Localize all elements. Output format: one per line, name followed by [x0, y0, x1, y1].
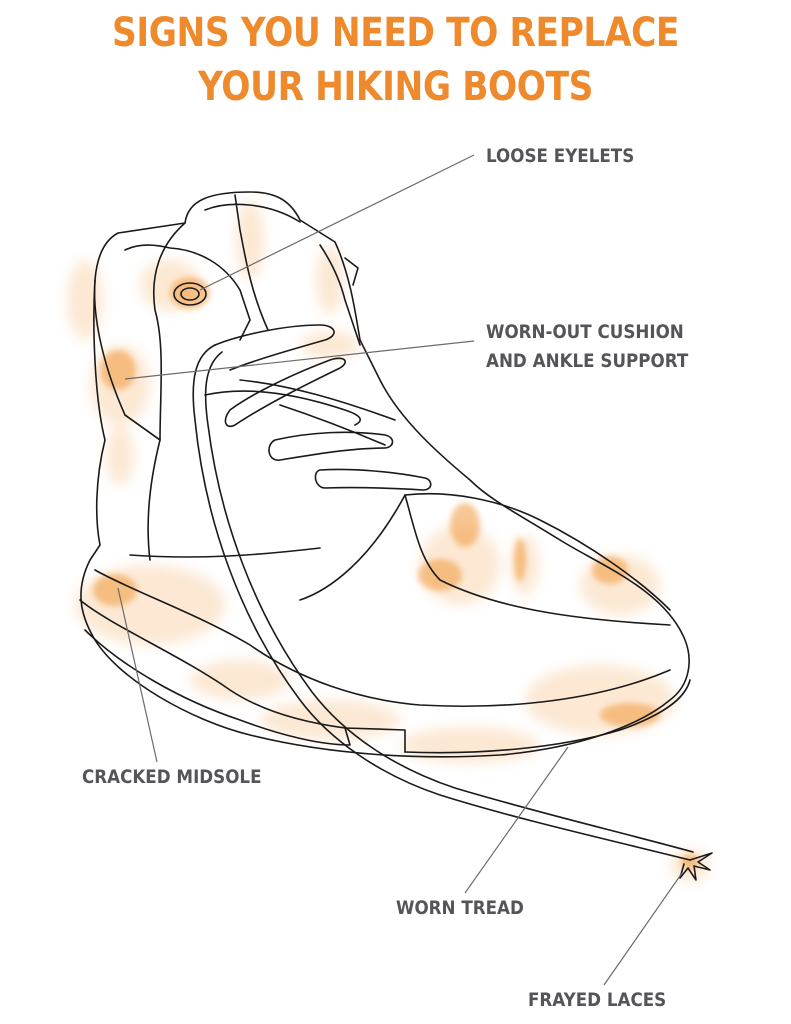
label-worn-tread: WORN TREAD [396, 897, 524, 919]
label-loose-eyelets: LOOSE EYELETS [486, 145, 635, 167]
leader-cushion [124, 340, 475, 380]
title-line-1: SIGNS YOU NEED TO REPLACE [112, 10, 679, 56]
frayed-lace-tip [679, 852, 713, 881]
leader-cracked-midsole [117, 587, 158, 763]
laces [214, 324, 335, 371]
boot-collar [184, 191, 361, 341]
boot-heel-counter [93, 222, 186, 441]
label-cushion-line-2: AND ANKLE SUPPORT [486, 350, 689, 372]
label-frayed-laces: FRAYED LACES [528, 989, 667, 1011]
label-cracked-midsole: CRACKED MIDSOLE [82, 766, 262, 788]
leader-frayed-laces [603, 872, 683, 986]
boot-tongue [319, 244, 361, 346]
leader-lines [117, 154, 683, 986]
label-worn-out-cushion: WORN-OUT CUSHION AND ANKLE SUPPORT [486, 318, 688, 376]
boot-midsole [94, 569, 671, 708]
boot-outline [79, 191, 713, 881]
page-title: SIGNS YOU NEED TO REPLACE YOUR HIKING BO… [55, 6, 735, 114]
label-cushion-line-1: WORN-OUT CUSHION [486, 321, 684, 343]
leader-worn-tread [464, 746, 569, 894]
loose-lace [192, 344, 691, 861]
wear-highlights [67, 200, 710, 881]
boot-upper [80, 279, 690, 758]
title-line-2: YOUR HIKING BOOTS [197, 64, 594, 110]
eyelet-icon [173, 282, 207, 306]
leader-loose-eyelets [199, 154, 475, 291]
